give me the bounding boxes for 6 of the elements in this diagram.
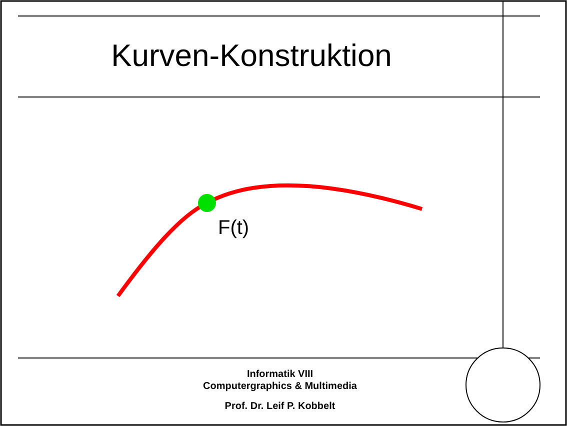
footer-text: Computergraphics & Multimedia [202,381,358,392]
circle-shape [466,348,540,422]
footer-text: Informatik VIII [246,369,314,380]
slide-title: Kurven-Konstruktion [110,38,393,74]
footer-text: Prof. Dr. Leif P. Kobbelt [224,401,336,412]
point-label: F(t) [218,217,250,240]
